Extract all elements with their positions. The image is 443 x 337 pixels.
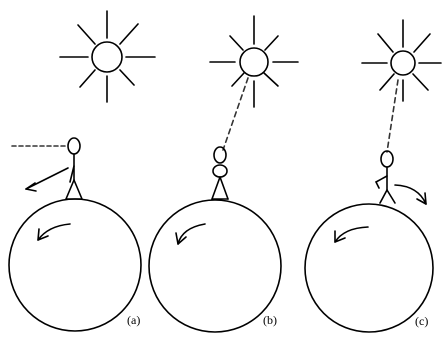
earth-rotation-arrow-a: [37, 223, 71, 241]
earth-b: [148, 199, 282, 333]
earth-c: [304, 203, 434, 333]
panel-b: [148, 15, 299, 333]
panel-label-b: (b): [263, 313, 277, 327]
person-b: [211, 146, 229, 200]
sun-a: [59, 10, 156, 103]
rotation-arrow-c: [394, 184, 427, 205]
person-c: [374, 150, 396, 204]
sun-b: [209, 15, 299, 108]
panel-a: [8, 10, 156, 332]
panel-c: [304, 19, 442, 333]
sunlight-ray-c: [386, 79, 399, 153]
sun-c: [361, 19, 442, 102]
earth-rotation-arrow-b: [175, 223, 206, 245]
earth-rotation-arrow-c: [334, 226, 369, 243]
rotation-arrow-a: [25, 167, 69, 192]
earth-a: [8, 198, 142, 332]
panel-label-a: (a): [127, 313, 141, 327]
sunlight-ray-b: [222, 77, 249, 151]
panel-label-c: (c): [415, 314, 429, 328]
